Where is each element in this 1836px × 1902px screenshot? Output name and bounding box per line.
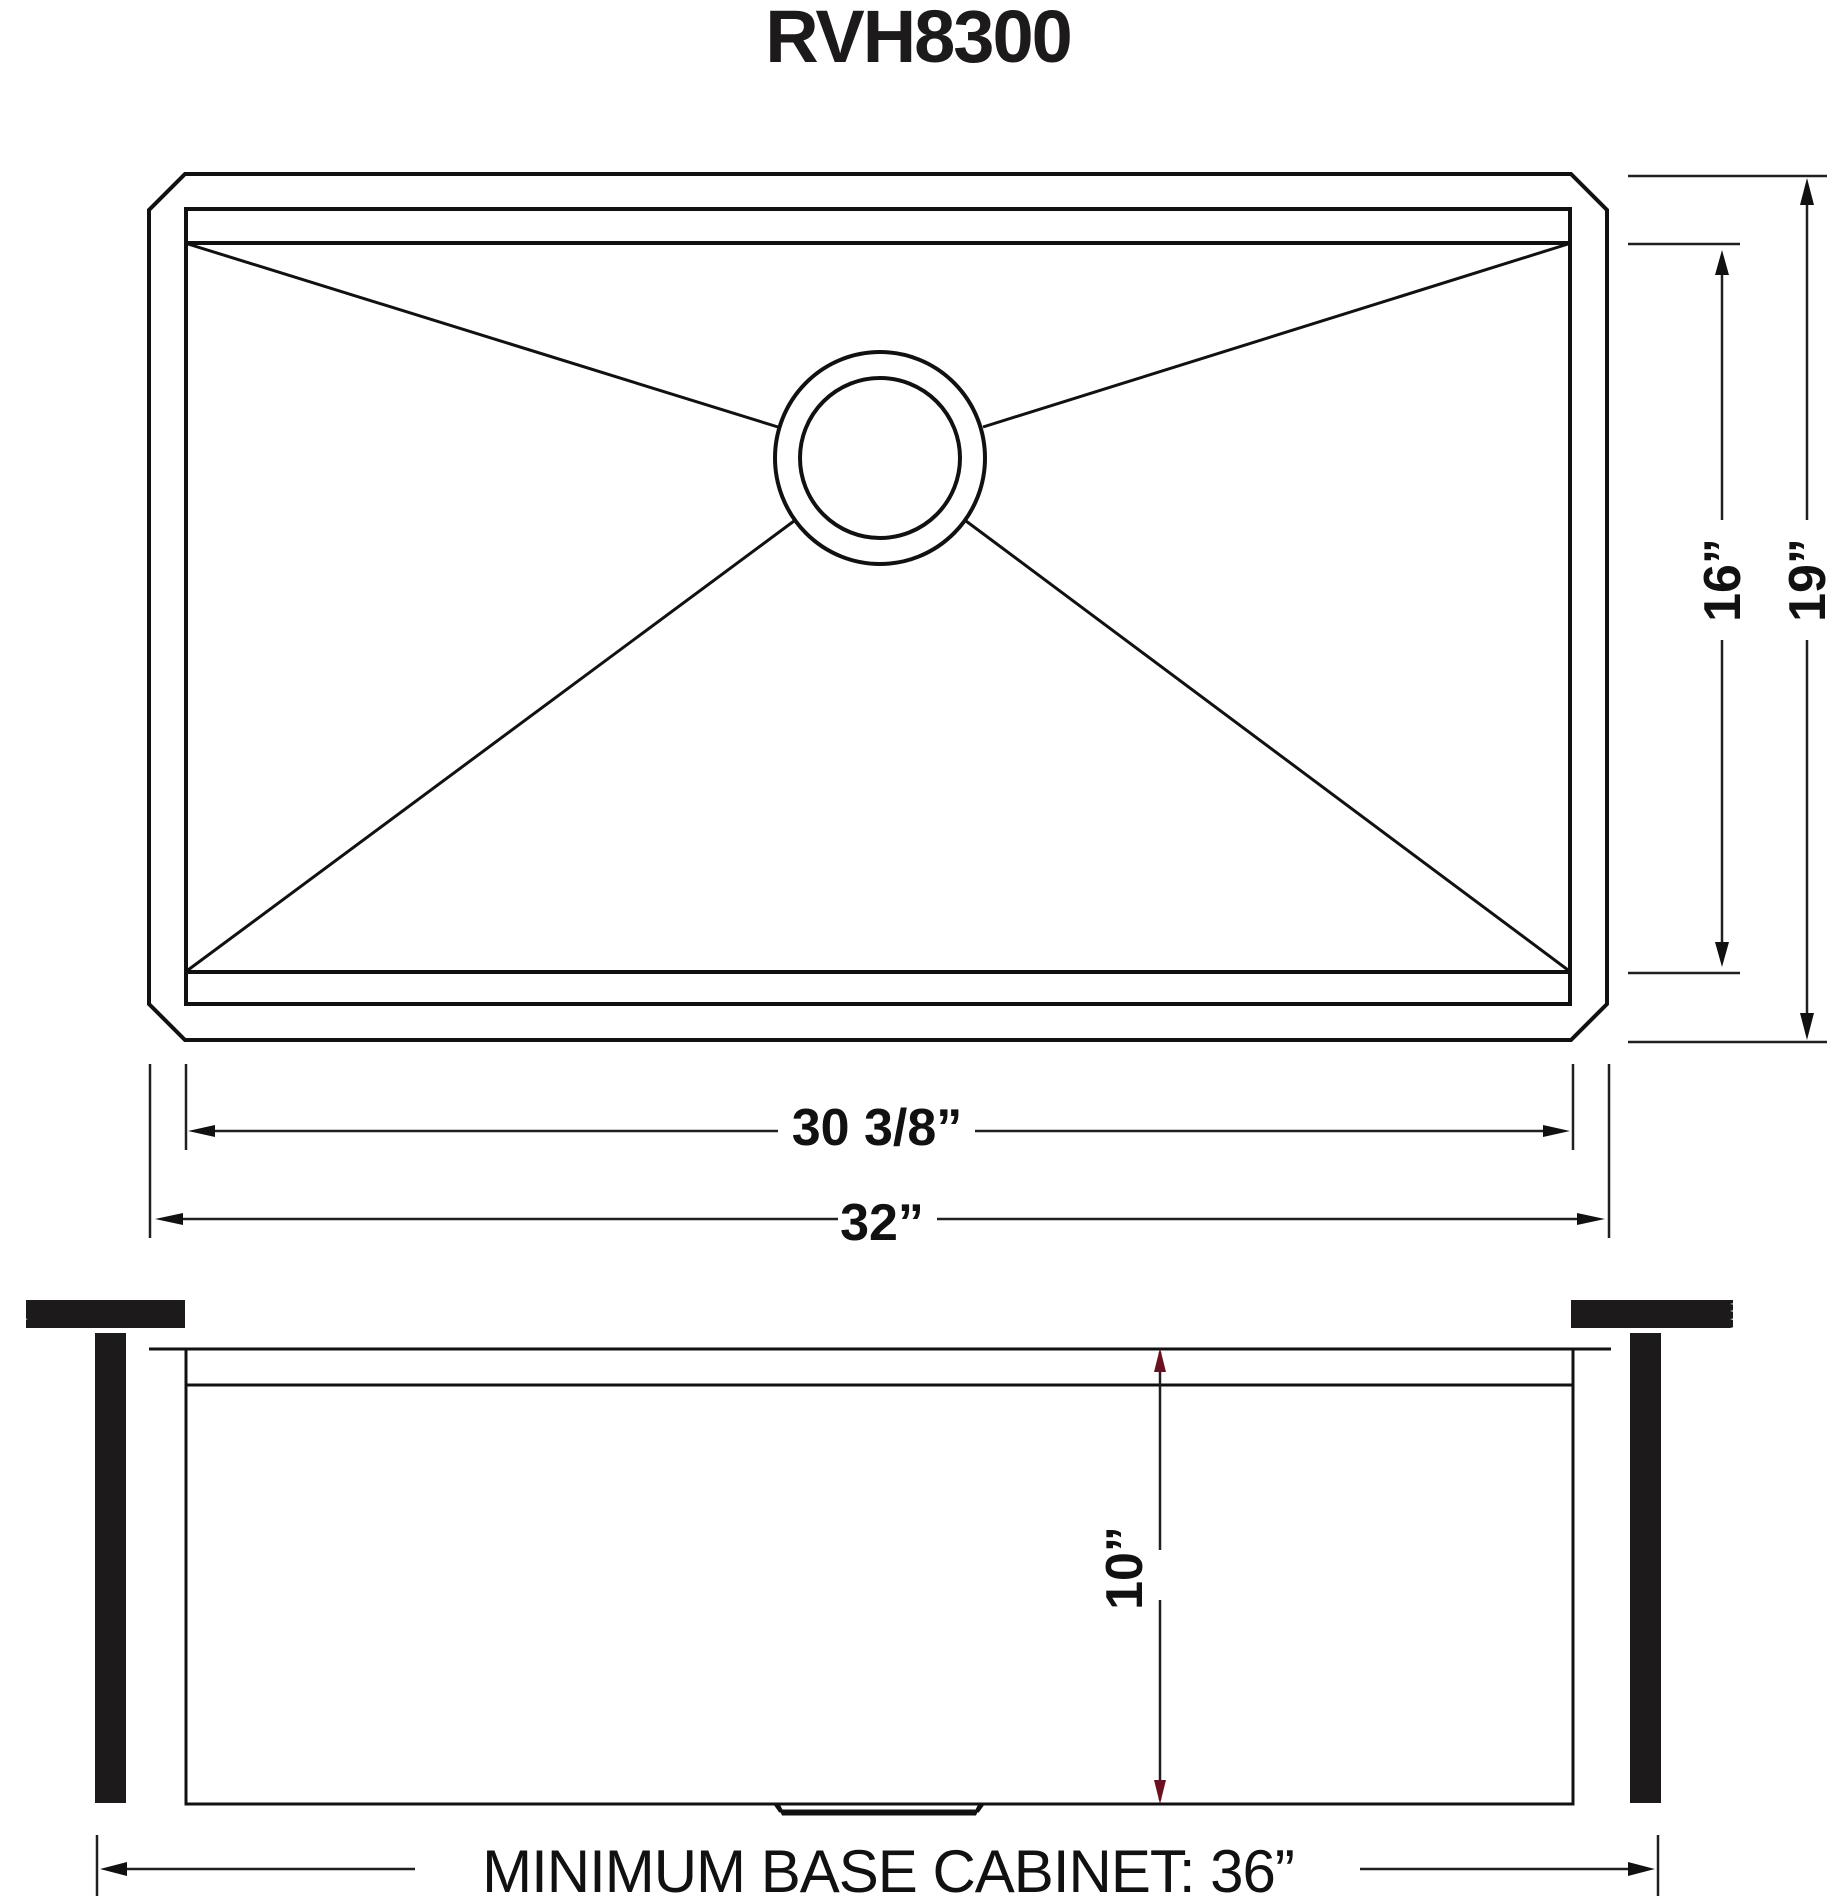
depth-dimensions: 16” 19”: [1628, 174, 1836, 1044]
right-countertop: [1571, 1300, 1752, 1330]
sink-bowl-profile: [184, 1349, 1575, 1806]
outer-flange-outline: [147, 172, 1609, 1042]
slope-line-bottom-left: [187, 519, 795, 972]
outer-depth-label: 19”: [1779, 538, 1836, 622]
slope-line-top-right: [982, 242, 1569, 429]
inner-bowl-outline: [184, 207, 1572, 1006]
min-cabinet-label: MINIMUM BASE CABINET: 36”: [482, 1838, 1294, 1902]
bowl-height-label: 10”: [1096, 1526, 1154, 1610]
bowl-height-dimension: 10”: [1096, 1348, 1166, 1804]
inner-width-label: 30 3/8”: [792, 1099, 963, 1157]
slope-line-top-left: [187, 242, 779, 429]
drain-outlet: [773, 1803, 985, 1816]
left-countertop: [6, 1300, 185, 1330]
drain-icon: [773, 350, 987, 566]
inner-depth-label: 16”: [1694, 538, 1752, 622]
cabinet-dimension: MINIMUM BASE CABINET: 36”: [95, 1835, 1660, 1902]
width-dimensions: 30 3/8” 32”: [148, 1064, 1611, 1252]
outer-width-label: 32”: [840, 1194, 924, 1252]
side-view: 10”: [6, 1300, 1752, 1816]
model-title: RVH8300: [765, 0, 1071, 78]
slope-line-bottom-right: [965, 519, 1569, 972]
top-view: [147, 172, 1609, 1042]
right-cabinet-wall: [1630, 1333, 1661, 1803]
left-cabinet-wall: [95, 1333, 126, 1803]
